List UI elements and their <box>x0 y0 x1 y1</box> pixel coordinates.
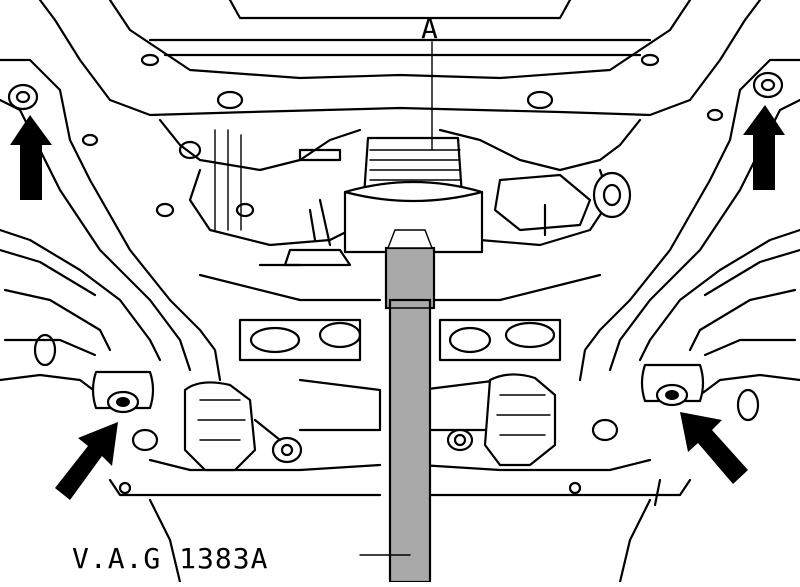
subframe-upper <box>38 0 762 117</box>
engine-mount-right <box>446 373 557 467</box>
arrow-upper-right <box>743 105 785 190</box>
arrow-lower-left <box>55 422 118 500</box>
arrow-upper-left <box>10 115 52 200</box>
support-plate-a <box>343 136 484 254</box>
subframe-right-arm <box>578 58 800 422</box>
tool-shaft <box>384 229 436 584</box>
callout-a-label: A <box>421 12 438 45</box>
bushing-left <box>91 370 155 414</box>
arrow-lower-right <box>680 412 748 484</box>
engine-block <box>155 118 642 302</box>
lower-assembly <box>108 318 692 584</box>
tool-name-label: V.A.G 1383A <box>72 542 268 575</box>
subframe-left-arm <box>0 58 222 397</box>
bushing-right <box>640 363 705 407</box>
engine-mount-left <box>183 381 303 472</box>
